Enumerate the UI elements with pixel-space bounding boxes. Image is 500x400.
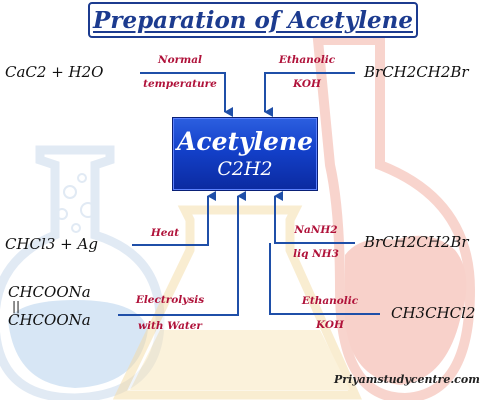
arrow-route-3 — [132, 191, 216, 246]
reactant-route-3: CHCl3 + Ag — [5, 235, 98, 253]
right-flask-illustration — [312, 35, 476, 400]
condition-route-2: Ethanolic KOH — [272, 54, 342, 90]
condition-line: KOH — [293, 78, 321, 90]
product-name: Acetylene — [176, 127, 314, 156]
condition-line: with Water — [138, 320, 202, 332]
reactant-line: CHCOONa — [8, 283, 91, 301]
condition-route-5: Electrolysis with Water — [130, 294, 210, 332]
condition-line: Electrolysis — [135, 294, 205, 306]
condition-line: liq NH3 — [293, 248, 339, 260]
product-formula: C2H2 — [217, 158, 273, 180]
title-box: Preparation of Acetylene — [88, 2, 418, 38]
arrow-route-1 — [140, 72, 233, 117]
reactant-route-1: CaC2 + H2O — [5, 63, 104, 81]
condition-line: KOH — [316, 319, 344, 331]
reactant-line: CHCOONa — [8, 311, 91, 329]
condition-route-6: Ethanolic KOH — [300, 295, 360, 331]
condition-route-3: Heat — [140, 227, 190, 239]
reactant-route-6: CH3CHCl2 — [391, 304, 476, 322]
arrow-route-5 — [118, 191, 246, 316]
arrow-route-2 — [264, 72, 355, 117]
condition-route-1: Normal temperature — [138, 54, 222, 90]
condition-route-4: NaNH2 liq NH3 — [283, 224, 349, 260]
reactant-route-2: BrCH2CH2Br — [364, 63, 469, 81]
condition-line: Ethanolic — [301, 295, 359, 307]
product-box: Acetylene C2H2 — [172, 117, 318, 191]
condition-line: Ethanolic — [278, 54, 336, 66]
condition-line: Heat — [150, 227, 180, 239]
left-flask-illustration — [0, 145, 165, 400]
site-watermark: Priyamstudycentre.com — [334, 373, 480, 386]
condition-line: temperature — [143, 78, 217, 90]
reactant-route-4: BrCH2CH2Br — [364, 233, 469, 251]
page-title: Preparation of Acetylene — [93, 6, 413, 34]
double-bond: || — [12, 299, 21, 313]
condition-line: NaNH2 — [294, 224, 338, 236]
arrow-route-4 — [274, 191, 355, 244]
arrow-route-6 — [269, 243, 380, 315]
condition-line: Normal — [157, 54, 203, 66]
reactant-route-5: CHCOONa || CHCOONa — [8, 284, 91, 329]
